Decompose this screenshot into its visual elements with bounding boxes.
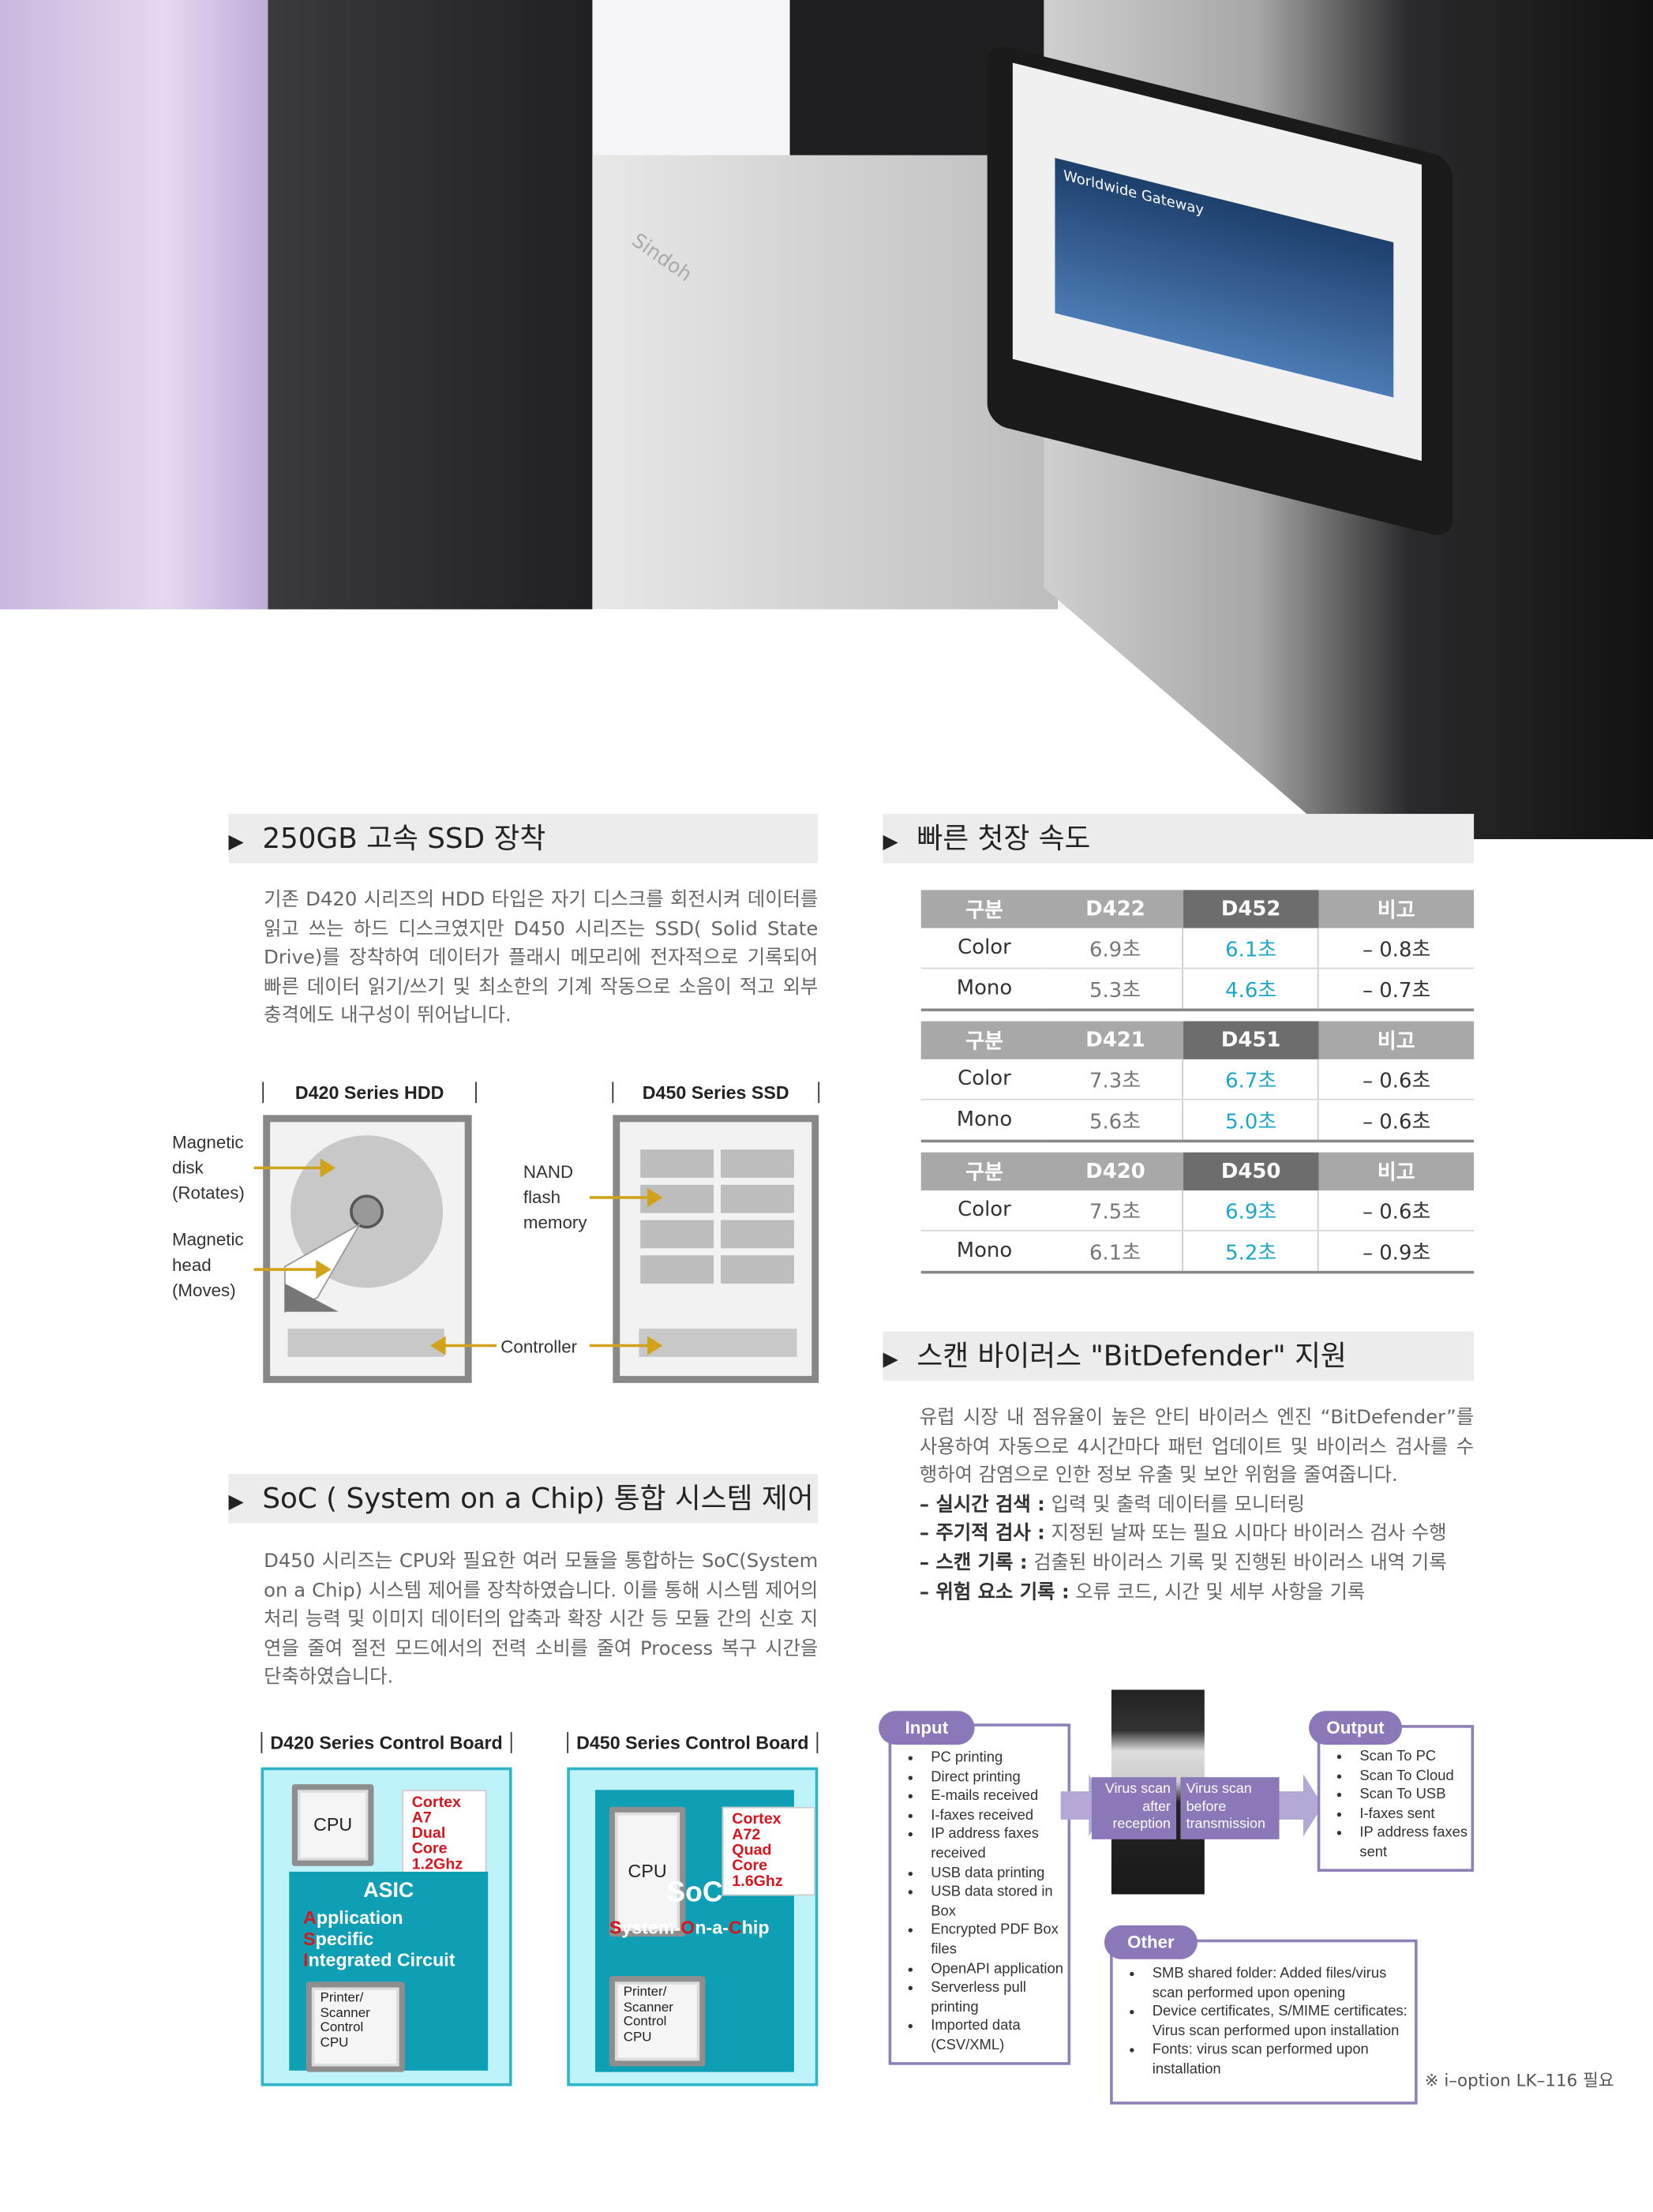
output-box: Scan To PCScan To CloudScan To USBI-faxe… [1317, 1725, 1475, 1872]
asic-title: ASIC [363, 1878, 414, 1903]
input-tab: Input [879, 1711, 975, 1745]
cpu-chip: CPU [291, 1784, 374, 1866]
input-box: PC printingDirect printingE-mails receiv… [888, 1723, 1071, 2065]
cpu-chip: CPU [609, 1806, 686, 1937]
option-note: ※ i–option LK–116 필요 [1424, 2070, 1614, 2090]
ssd-description: 기존 D420 시리즈의 HDD 타입은 자기 디스크를 회전시켜 데이터를 읽… [264, 888, 819, 1028]
hdd-caption: D420 Series HDD [262, 1082, 477, 1104]
virus-description: 유럽 시장 내 점유율이 높은 안티 바이러스 엔진 “BitDefender”… [920, 1404, 1474, 1607]
feature-item: – 실시간 검색 : 입력 및 출력 데이터를 모니터링 [919, 1493, 1305, 1517]
soc-section-header: ▶ SoC ( System on a Chip) 통합 시스템 제어 [228, 1474, 819, 1524]
triangle-icon: ▶ [228, 1490, 244, 1514]
triangle-icon: ▶ [883, 830, 898, 853]
virus-scan-before-transmission: Virus scan before transmission [1180, 1777, 1280, 1839]
triangle-icon: ▶ [228, 830, 244, 853]
other-box: SMB shared folder: Added files/virus sca… [1110, 1939, 1418, 2105]
controller-label: Controller [500, 1337, 578, 1357]
output-list: Scan To PCScan To CloudScan To USBI-faxe… [1320, 1748, 1471, 1863]
output-tab: Output [1309, 1711, 1402, 1745]
nand-label: NAND flash memory [523, 1162, 587, 1233]
ssd-section-header: ▶ 250GB 고속 SSD 장착 [228, 813, 819, 864]
section-title: 250GB 고속 SSD 장착 [262, 820, 546, 855]
board-caption: D450 Series Control Board [567, 1732, 819, 1753]
section-title: SoC ( System on a Chip) 통합 시스템 제어 [262, 1481, 814, 1515]
asic-block: ASIC Application Specific Integrated Cir… [289, 1871, 489, 2072]
feature-item: – 스캔 기록 : 검출된 바이러스 기록 및 진행된 바이러스 내역 기록 [919, 1551, 1447, 1574]
soc-description: D450 시리즈는 CPU와 필요한 여러 모듈을 통합하는 SoC(Syste… [264, 1550, 819, 1689]
soc-title: SoC [666, 1877, 723, 1909]
printer-scanner-cpu-chip: Printer/ Scanner Control CPU [305, 1981, 405, 2072]
section-title: 스캔 바이러스 "BitDefender" 지원 [916, 1338, 1347, 1373]
feature-item: – 주기적 검사 : 지정된 날짜 또는 필요 시마다 바이러스 검사 수행 [919, 1522, 1447, 1546]
printer-scanner-cpu-chip: Printer/ Scanner Control CPU [609, 1976, 706, 2067]
other-list: SMB shared folder: Added files/virus sca… [1113, 1965, 1415, 2080]
input-list: PC printingDirect printingE-mails receiv… [891, 1749, 1067, 2056]
board-caption: D420 Series Control Board [261, 1732, 512, 1753]
other-tab: Other [1104, 1925, 1198, 1959]
screen-banner: Worldwide Gateway [1055, 158, 1394, 398]
virus-scan-after-reception: Virus scan after reception [1091, 1777, 1177, 1839]
section-title: 빠른 첫장 속도 [916, 820, 1091, 855]
magnetic-disk-label: Magnetic disk (Rotates) [171, 1132, 245, 1204]
hdd-ssd-diagram [253, 1115, 819, 1383]
feature-item: – 위험 요소 기록 : 오류 코드, 시간 및 세부 사항을 기록 [919, 1580, 1366, 1603]
ssd-caption: D450 Series SSD [612, 1082, 820, 1104]
speed-section-header: ▶ 빠른 첫장 속도 [883, 813, 1475, 864]
magnetic-head-label: Magnetic head (Moves) [171, 1230, 244, 1301]
virus-section-header: ▶ 스캔 바이러스 "BitDefender" 지원 [883, 1331, 1475, 1382]
triangle-icon: ▶ [883, 1348, 898, 1371]
